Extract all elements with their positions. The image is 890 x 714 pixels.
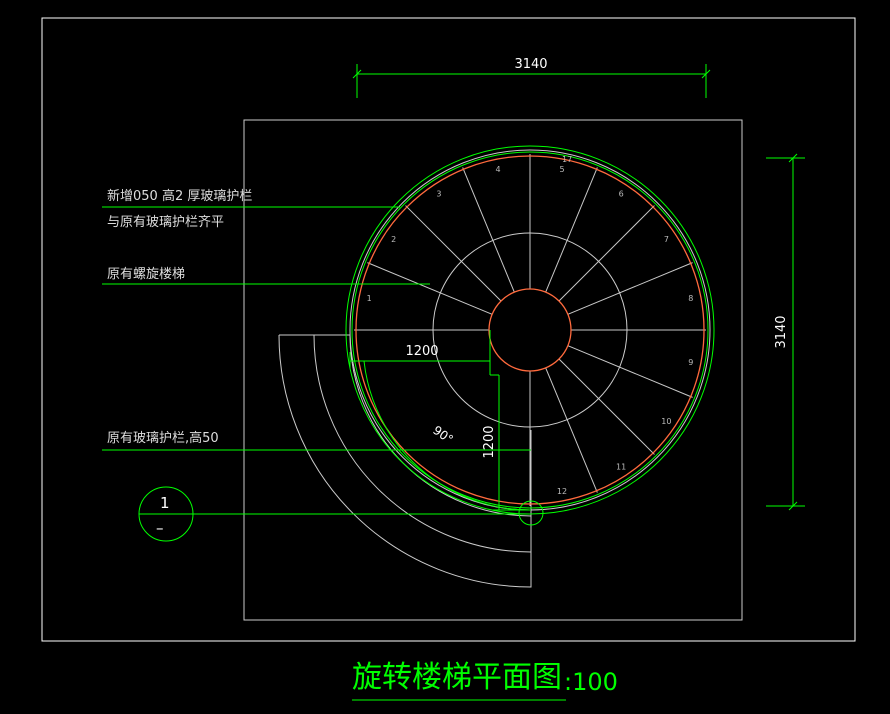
step-number: 5 <box>559 165 564 174</box>
step-number: 3 <box>436 190 441 199</box>
step-number: 8 <box>688 294 693 303</box>
step-number: 10 <box>661 417 671 426</box>
inner-horizontal-dimension <box>349 330 499 376</box>
drawing-title: 旋转楼梯平面图 <box>352 660 562 695</box>
angle-value: 90° <box>430 423 455 447</box>
lower-landing-outline <box>278 334 532 588</box>
right-dimension-value: 3140 <box>774 315 789 348</box>
section-number: 1 <box>160 494 170 512</box>
step-line <box>462 167 515 293</box>
floor-opening-outline <box>243 119 743 621</box>
annotation-existing-glass-railing: 原有玻璃护栏,高50 <box>107 430 219 446</box>
step-number: 11 <box>616 462 626 471</box>
section-marker: 1 – <box>138 486 531 542</box>
walkline-circle <box>432 232 628 428</box>
inner-vertical-dimension <box>493 375 531 511</box>
step-number: 12 <box>557 487 567 496</box>
step-line <box>545 367 598 493</box>
drawing-frame <box>41 17 856 642</box>
top-step-mark: 17 <box>562 155 572 164</box>
drawing-scale: :100 <box>564 668 618 696</box>
angle-arc <box>363 360 532 511</box>
inner-vertical-dimension-value: 1200 <box>482 425 497 458</box>
step-number: 2 <box>391 235 396 244</box>
inner-horizontal-dimension-value: 1200 <box>405 344 438 359</box>
stair-start-marker <box>518 500 544 526</box>
right-dimension <box>766 153 805 511</box>
top-dimension <box>352 64 711 98</box>
step-number: 7 <box>664 235 669 244</box>
section-sheet: – <box>156 519 164 537</box>
step-line <box>567 345 693 398</box>
step-line <box>558 205 655 302</box>
step-number: 6 <box>619 190 624 199</box>
step-number: 1 <box>367 294 372 303</box>
annotation-existing-stair: 原有螺旋楼梯 <box>107 267 185 282</box>
step-line <box>567 262 693 315</box>
top-dimension-value: 3140 <box>514 57 547 72</box>
step-line <box>367 262 493 315</box>
annotation-new-railing-line1: 新增050 高2 厚玻璃护栏 <box>107 188 252 204</box>
step-line <box>558 358 655 455</box>
step-line <box>405 205 502 302</box>
step-number: 4 <box>495 165 500 174</box>
step-line <box>545 167 598 293</box>
central-column <box>488 288 572 372</box>
step-number: 9 <box>688 358 693 367</box>
annotation-new-railing-line2: 与原有玻璃护栏齐平 <box>107 214 224 230</box>
stair-step-lines <box>354 154 706 506</box>
new-glass-railing-inner <box>351 151 709 509</box>
existing-railing-line <box>355 155 705 505</box>
